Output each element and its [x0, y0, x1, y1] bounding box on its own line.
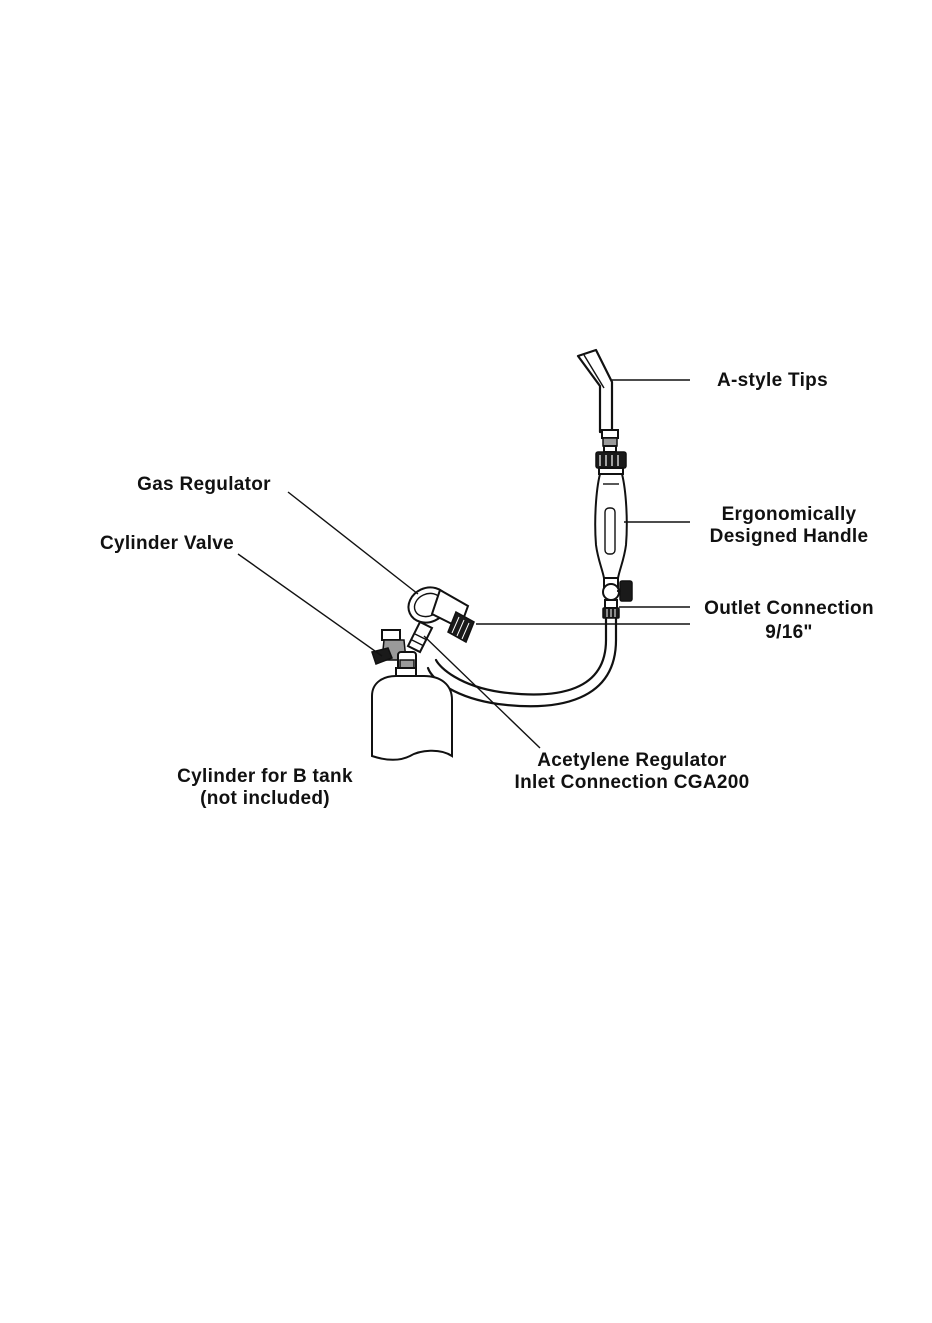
b-tank-cylinder	[372, 676, 452, 760]
label-cylinder-line1: Cylinder for B tank	[177, 766, 353, 787]
label-handle-line1: Ergonomically	[722, 504, 857, 525]
leader-cylinder-valve	[238, 554, 382, 656]
label-outlet-line2: 9/16"	[765, 622, 813, 643]
torch-nut	[596, 452, 626, 474]
label-outlet-line1: Outlet Connection	[704, 598, 874, 619]
label-acetylene-line2: Inlet Connection CGA200	[515, 772, 750, 793]
torch-assembly	[578, 350, 632, 618]
labels: A-style Tips Ergonomically Designed Hand…	[100, 370, 874, 809]
label-handle-line2: Designed Handle	[710, 526, 869, 547]
label-acetylene-line1: Acetylene Regulator	[537, 750, 727, 771]
label-cylinder-valve: Cylinder Valve	[100, 533, 234, 554]
leader-gas-regulator	[288, 492, 418, 594]
label-gas-regulator: Gas Regulator	[137, 474, 271, 495]
label-a-style-tips: A-style Tips	[717, 370, 828, 391]
label-cylinder-line2: (not included)	[200, 788, 330, 809]
torch-valve	[603, 578, 632, 618]
ergonomic-handle	[595, 474, 627, 578]
a-style-tip	[578, 350, 618, 452]
gas-regulator	[403, 581, 474, 652]
